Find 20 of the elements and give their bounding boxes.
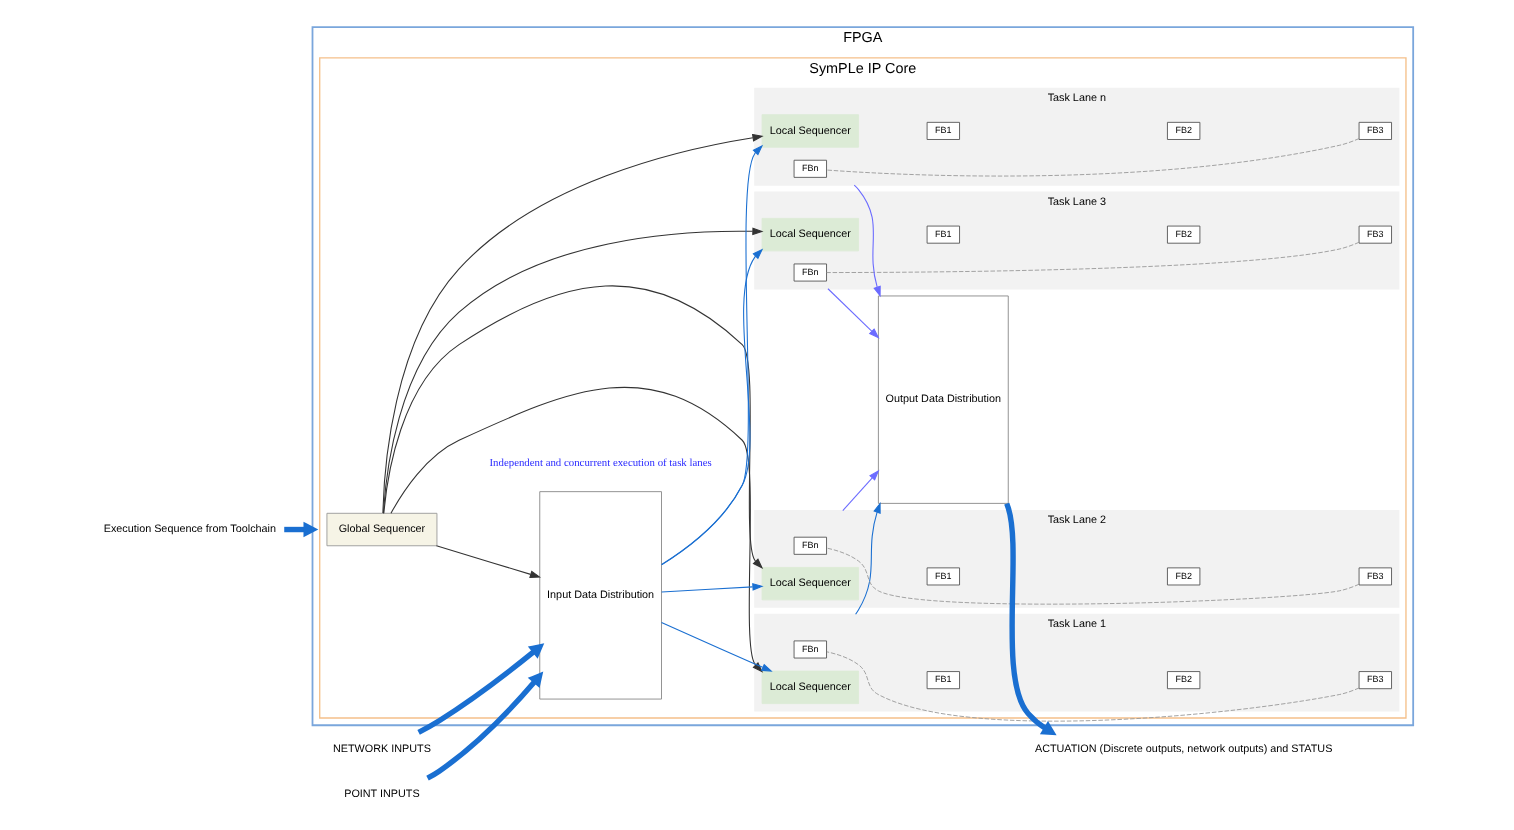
arrow — [841, 469, 879, 512]
connector — [825, 241, 1359, 273]
arrow — [659, 621, 772, 672]
arrow — [389, 386, 763, 673]
arrow — [660, 248, 763, 566]
connector — [825, 138, 1359, 177]
arrow — [660, 144, 763, 566]
connector — [825, 651, 1359, 722]
arrow — [283, 521, 318, 538]
arrow — [425, 671, 543, 781]
arrow — [382, 285, 763, 569]
arrow — [1003, 502, 1056, 736]
arrow — [434, 545, 541, 579]
arrow — [381, 133, 763, 514]
arrow — [416, 643, 544, 735]
arrow — [826, 288, 879, 339]
arrow — [852, 184, 880, 298]
arrow — [660, 582, 763, 593]
arrow — [854, 502, 880, 615]
connector — [825, 547, 1359, 605]
